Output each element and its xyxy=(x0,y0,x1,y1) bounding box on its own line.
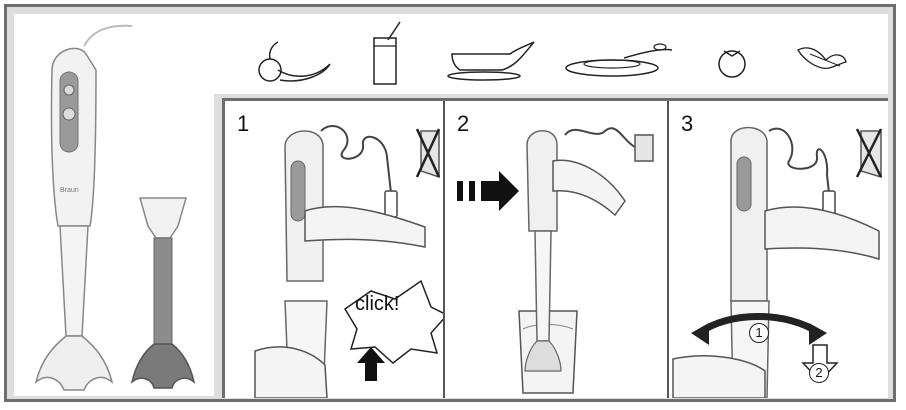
tomato-icon xyxy=(718,50,746,78)
food-strip-drawing: • • • xyxy=(164,21,847,85)
click-burst xyxy=(343,279,443,364)
power-button-icon xyxy=(62,107,76,121)
wall-socket-icon xyxy=(634,134,654,162)
brand-logo: Braun xyxy=(60,187,79,194)
power-cord xyxy=(564,127,636,148)
sub-step-2-label: 2 xyxy=(809,363,829,383)
food-strip: • • • xyxy=(164,14,888,94)
step-3-number: 3 xyxy=(681,111,694,136)
drink-glass-icon xyxy=(373,21,401,85)
step-1-panel: 1 click! xyxy=(225,101,443,398)
hand-holding-shaft xyxy=(254,346,328,398)
hand-holding-shaft xyxy=(672,355,766,398)
attachment-coupling xyxy=(139,197,187,239)
plug-icon xyxy=(384,190,398,218)
blender-shaft xyxy=(534,230,552,342)
hand-gripping xyxy=(304,205,426,248)
attachment-shaft xyxy=(153,237,173,345)
twist-arrow-head-left xyxy=(691,323,709,345)
fruit-icon xyxy=(258,41,331,82)
arrow-dash xyxy=(469,181,475,201)
unplugged-cross-icon xyxy=(415,128,441,178)
product-drawing: Braun xyxy=(34,24,196,391)
blender-shaft xyxy=(59,225,89,337)
button-panel xyxy=(290,160,306,222)
button-panel xyxy=(736,156,752,212)
turbo-button-icon xyxy=(63,84,75,96)
sub-step-1-label: 1 xyxy=(749,323,769,343)
twist-arrow xyxy=(696,313,821,336)
step-3-panel: 3 1 2 xyxy=(669,101,888,398)
product-panel: Braun xyxy=(14,14,214,396)
steps-panel: 1 click! 2 xyxy=(222,98,888,398)
hand-gripping xyxy=(764,206,880,261)
herbs-icon xyxy=(797,47,847,70)
power-cord xyxy=(83,24,133,47)
right-arrow-icon xyxy=(481,171,519,211)
step-2-panel: 2 xyxy=(445,101,667,398)
twist-arrow-head-right xyxy=(809,323,827,345)
click-callout: click! xyxy=(355,293,400,315)
hand-gripping xyxy=(552,159,626,217)
arrow-dash xyxy=(457,181,463,201)
motor-handle xyxy=(730,126,768,302)
soup-plate-icon xyxy=(565,43,673,77)
step-1-number: 1 xyxy=(237,111,250,136)
blade-bell xyxy=(34,335,114,391)
step-divider xyxy=(667,101,669,398)
power-cord xyxy=(320,125,392,194)
motor-handle xyxy=(526,130,558,232)
up-arrow-icon xyxy=(357,347,385,381)
step-2-number: 2 xyxy=(457,111,470,136)
blade-bell xyxy=(524,340,562,372)
unplugged-cross-icon xyxy=(855,128,883,178)
attachment-bell xyxy=(130,343,196,389)
power-cord xyxy=(768,127,830,194)
step-divider xyxy=(443,101,445,398)
sauce-boat-icon xyxy=(447,41,535,81)
